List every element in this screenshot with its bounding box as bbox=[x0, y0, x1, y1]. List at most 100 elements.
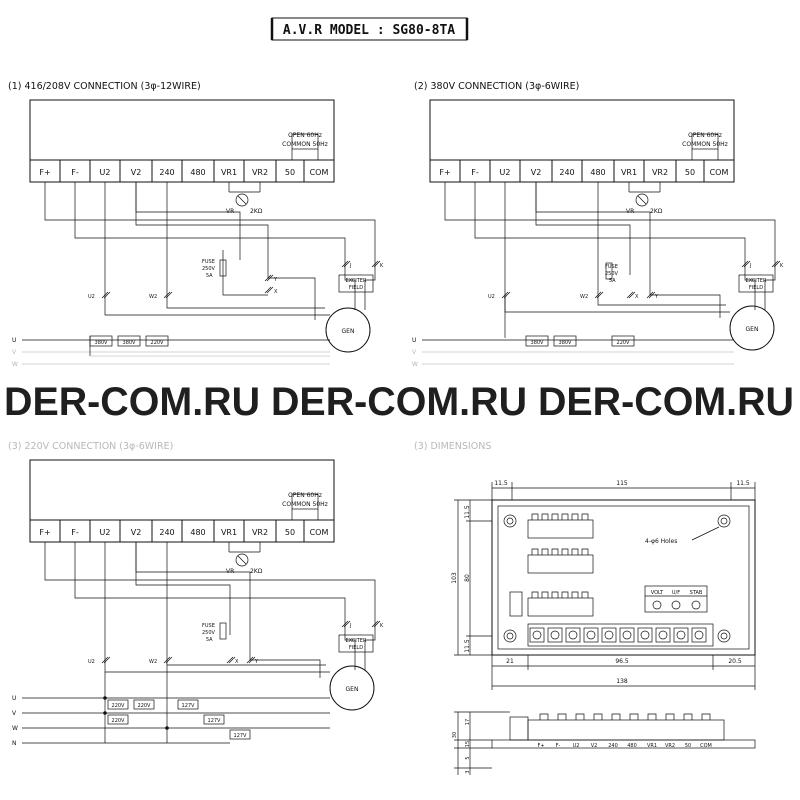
dim-bottom: 96.5 bbox=[615, 658, 629, 665]
voltage-box: 220V bbox=[112, 703, 126, 709]
node-x: X bbox=[235, 659, 239, 665]
dim-top: 11.5 bbox=[736, 480, 750, 487]
fuse-label: 5A bbox=[206, 637, 213, 643]
exciter-label: FIELD bbox=[349, 285, 363, 291]
terminal-label: F- bbox=[471, 168, 479, 177]
terminal-block bbox=[527, 623, 714, 647]
phase-label: V bbox=[412, 349, 417, 356]
voltage-box: 380V bbox=[123, 340, 137, 346]
terminal-label: 240 bbox=[159, 528, 174, 537]
node-u2: U2 bbox=[488, 294, 495, 300]
volt-trimmer bbox=[652, 600, 662, 610]
fuse-label: 250V bbox=[605, 271, 619, 277]
terminal-label: 240 bbox=[159, 168, 174, 177]
gen-label: GEN bbox=[342, 328, 355, 335]
terminal-label: U2 bbox=[100, 168, 111, 177]
gen-label: GEN bbox=[746, 326, 759, 333]
section-title-416v: (1) 416/208V CONNECTION (3φ-12WIRE) bbox=[8, 81, 201, 92]
diagram-380v-connection: OPEN 60Hz COMMON 50Hz F+ F- U2 V2 240 48… bbox=[412, 99, 784, 368]
exciter-label: EXCITER bbox=[346, 278, 367, 284]
voltage-box: 380V bbox=[531, 340, 545, 346]
open-label: OPEN 60Hz bbox=[288, 492, 322, 499]
terminal-label: U2 bbox=[100, 528, 111, 537]
common-label: COMMON 50Hz bbox=[282, 141, 328, 148]
vr-label: VR bbox=[226, 208, 234, 215]
generator-symbol bbox=[729, 305, 775, 351]
phase-label: V bbox=[12, 349, 17, 356]
diagram-220v-connection: OPEN 60Hz COMMON 50Hz F+ F- U2 V2 240 48… bbox=[12, 459, 384, 747]
dim-left: 103 bbox=[451, 572, 458, 584]
phase-label: W bbox=[12, 725, 18, 732]
dim-bottom: 21 bbox=[506, 658, 514, 665]
phase-label: U bbox=[12, 695, 16, 702]
side-terminal-label: COM bbox=[700, 743, 712, 749]
fuse-label: FUSE bbox=[605, 264, 618, 270]
terminal-label: U2 bbox=[500, 168, 511, 177]
node-y: Y bbox=[654, 294, 659, 300]
voltage-box: 380V bbox=[559, 340, 573, 346]
watermark: DER-COM.RU DER-COM.RU DER-COM.RU bbox=[4, 380, 794, 424]
side-terminal-label: F- bbox=[556, 743, 561, 749]
vr-value: 2KΩ bbox=[250, 568, 263, 575]
dim-left: 11.5 bbox=[464, 505, 471, 519]
phase-label: W bbox=[412, 361, 418, 368]
vr-label: VR bbox=[226, 568, 234, 575]
vr-value: 2KΩ bbox=[250, 208, 263, 215]
terminal-label: F- bbox=[71, 168, 79, 177]
fuse-label: FUSE bbox=[202, 623, 215, 629]
generator-symbol bbox=[325, 307, 371, 353]
node-k: K bbox=[380, 263, 384, 269]
node-k: K bbox=[780, 263, 784, 269]
node-y: Y bbox=[254, 659, 259, 665]
fuse-label: 250V bbox=[202, 630, 216, 636]
terminal-label: 240 bbox=[559, 168, 574, 177]
terminal-label: F- bbox=[71, 528, 79, 537]
fuse-label: 5A bbox=[609, 278, 616, 284]
dim-top: 11.5 bbox=[494, 480, 508, 487]
fuse-label: 250V bbox=[202, 266, 216, 272]
node-k: K bbox=[380, 623, 384, 629]
phase-label: N bbox=[12, 740, 17, 747]
node-j: J bbox=[349, 263, 351, 269]
node-u2: U2 bbox=[88, 659, 95, 665]
section-title-dimensions: (3) DIMENSIONS bbox=[414, 441, 491, 452]
terminal-label: VR1 bbox=[221, 528, 237, 537]
node-y: Y bbox=[273, 277, 278, 283]
dim-side: 5 bbox=[465, 756, 471, 759]
avr-board-outline bbox=[491, 499, 756, 656]
dim-left: 80 bbox=[464, 574, 471, 582]
voltage-box: 380V bbox=[95, 340, 109, 346]
panel-label: STAB bbox=[690, 590, 703, 596]
node-j: J bbox=[349, 623, 351, 629]
side-terminal-label: 50 bbox=[685, 743, 691, 749]
terminal-label: COM bbox=[310, 528, 329, 537]
terminal-label: VR1 bbox=[221, 168, 237, 177]
terminal-label: F+ bbox=[39, 168, 50, 177]
terminal-label: V2 bbox=[531, 168, 542, 177]
gen-label: GEN bbox=[346, 686, 359, 693]
side-view: F+ F- U2 V2 240 480 VR1 VR2 50 COM 30 17… bbox=[452, 711, 756, 775]
voltage-box: 220V bbox=[138, 703, 152, 709]
terminal-label: VR2 bbox=[252, 168, 268, 177]
exciter-label: EXCITER bbox=[346, 638, 367, 644]
exciter-label: FIELD bbox=[349, 645, 363, 651]
exciter-label: FIELD bbox=[749, 285, 763, 291]
terminal-label: 480 bbox=[190, 168, 205, 177]
dim-total-width: 138 bbox=[616, 678, 628, 685]
node-w2: W2 bbox=[149, 659, 157, 665]
diagram-416v-connection: OPEN 60Hz COMMON 50Hz F+ F- U2 V2 240 48… bbox=[12, 99, 384, 368]
voltage-box: 220V bbox=[151, 340, 165, 346]
terminal-label: 480 bbox=[190, 528, 205, 537]
voltage-box: 220V bbox=[617, 340, 631, 346]
side-terminal-label: 240 bbox=[608, 743, 618, 749]
voltage-box: 220V bbox=[112, 718, 126, 724]
terminal-label: 480 bbox=[590, 168, 605, 177]
node-w2: W2 bbox=[149, 294, 157, 300]
node-x: X bbox=[635, 294, 639, 300]
terminal-label: 50 bbox=[685, 168, 695, 177]
vr-value: 2KΩ bbox=[650, 208, 663, 215]
common-label: COMMON 50Hz bbox=[282, 501, 328, 508]
side-terminal-label: F+ bbox=[537, 743, 544, 749]
terminal-label: F+ bbox=[39, 528, 50, 537]
